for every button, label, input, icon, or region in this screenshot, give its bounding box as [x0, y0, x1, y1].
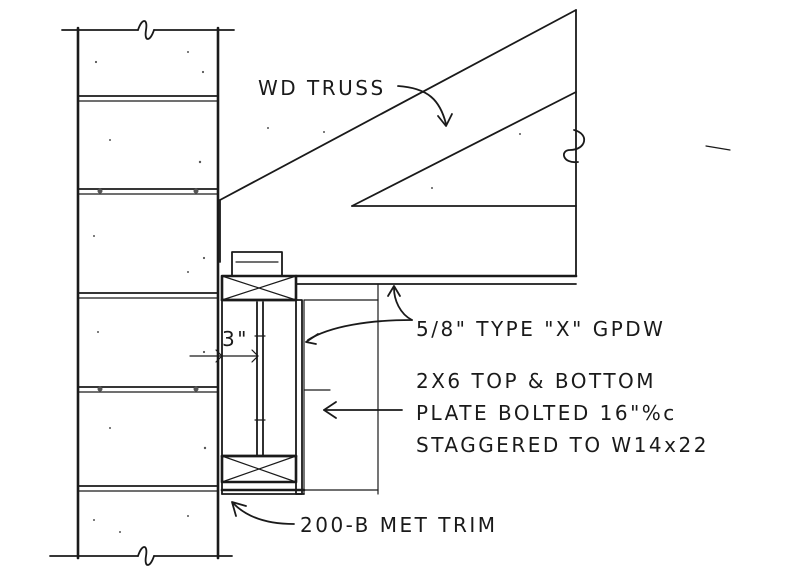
label-plate-line3: STAGGERED TO W14x22 [416, 433, 709, 457]
leader-lines [231, 85, 453, 525]
label-metal-trim: 200-B MET TRIM [300, 513, 498, 537]
stray-mark [705, 145, 731, 151]
dimension-3in: 3" [189, 327, 259, 363]
label-plate-line1: 2X6 TOP & BOTTOM [416, 369, 656, 393]
label-gypsum-board: 5/8" TYPE "X" GPDW [416, 317, 665, 341]
masonry-wall [49, 20, 235, 566]
dimension-label: 3" [222, 327, 249, 351]
wood-truss [219, 9, 585, 301]
steel-beam-assembly [220, 251, 379, 495]
label-wd-truss: WD TRUSS [258, 76, 386, 100]
label-plate-line2: PLATE BOLTED 16"%c [416, 401, 677, 425]
